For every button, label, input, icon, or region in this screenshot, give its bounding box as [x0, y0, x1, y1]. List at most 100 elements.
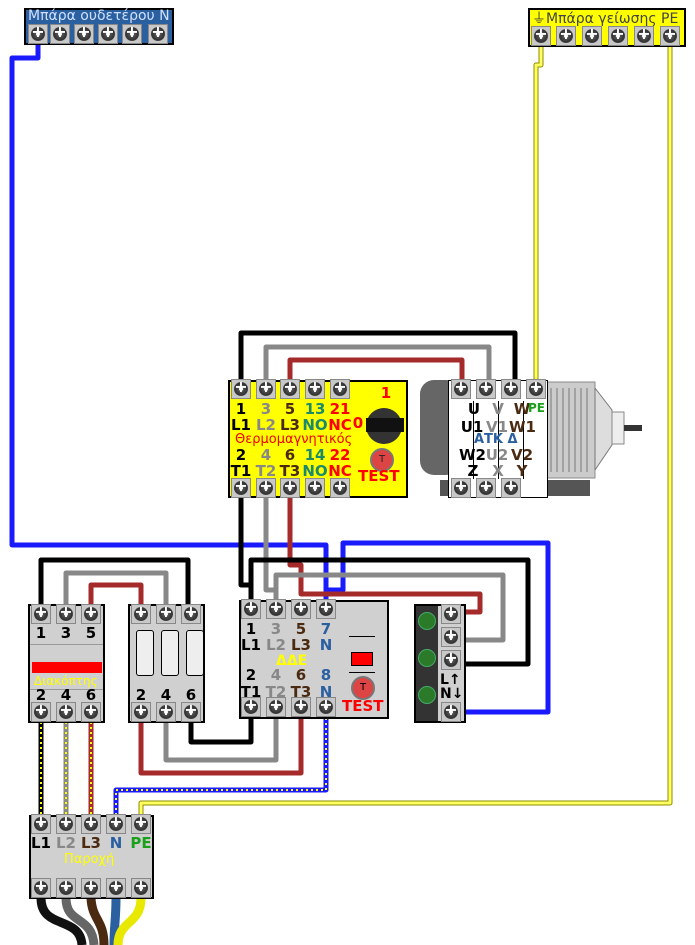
terminal-screw[interactable]: [556, 24, 576, 46]
terminal-screw[interactable]: [241, 695, 261, 717]
terminal-screw[interactable]: [131, 812, 151, 834]
terminal-screw[interactable]: [231, 476, 251, 498]
terminal-screw[interactable]: [531, 24, 551, 46]
terminal-screw[interactable]: [131, 876, 151, 898]
terminal-screw[interactable]: [441, 602, 461, 624]
thermal-name: Θερμομαγνητικός: [235, 432, 353, 447]
indicator-lamp-l2: [418, 649, 436, 667]
terminal-screw[interactable]: [451, 377, 471, 399]
terminal-screw[interactable]: [122, 22, 142, 44]
terminal-screw[interactable]: [181, 602, 201, 624]
terminal-screw[interactable]: [156, 602, 176, 624]
terminal-label: 8: [320, 666, 332, 684]
terminal-screw[interactable]: [316, 695, 336, 717]
terminal-screw[interactable]: [31, 876, 51, 898]
wire-red-fuse: [138, 718, 304, 776]
terminal-screw[interactable]: [291, 695, 311, 717]
terminal-label: 7: [320, 620, 332, 638]
terminal-screw[interactable]: [316, 597, 336, 619]
terminal-label: 4: [270, 666, 282, 684]
terminal-label: L1: [231, 416, 251, 434]
terminal-screw[interactable]: [266, 695, 286, 717]
fuse[interactable]: [186, 630, 204, 676]
terminal-screw[interactable]: [305, 476, 325, 498]
terminal-screw[interactable]: [56, 876, 76, 898]
terminal-screw[interactable]: [305, 377, 325, 399]
terminal-label: 2: [235, 446, 247, 464]
terminal-screw[interactable]: [28, 22, 48, 44]
terminal-screw[interactable]: [50, 22, 70, 44]
terminal-screw[interactable]: [81, 602, 101, 624]
terminal-screw[interactable]: [266, 597, 286, 619]
wire-gray-sw: [63, 570, 169, 604]
terminal-label: L3: [280, 416, 300, 434]
terminal-screw[interactable]: [74, 22, 94, 44]
terminal-screw[interactable]: [131, 602, 151, 624]
terminal-screw[interactable]: [608, 24, 628, 46]
switch-lever[interactable]: [32, 662, 102, 673]
terminal-screw[interactable]: [81, 700, 101, 722]
terminal-screw[interactable]: [330, 476, 350, 498]
terminal-screw[interactable]: [441, 625, 461, 647]
terminal-screw[interactable]: [476, 377, 496, 399]
terminal-label: 21: [329, 400, 351, 418]
terminal-screw[interactable]: [131, 700, 151, 722]
terminal-screw[interactable]: [241, 597, 261, 619]
terminal-screw[interactable]: [106, 812, 126, 834]
pos-off: 0: [352, 414, 364, 432]
terminal-screw[interactable]: [231, 377, 251, 399]
terminal-screw[interactable]: [31, 812, 51, 834]
fuse[interactable]: [136, 630, 154, 676]
terminal-screw[interactable]: [441, 648, 461, 670]
terminal-label: 1: [235, 400, 247, 418]
neutral-bar-title: Μπάρα ουδετέρου N: [28, 8, 170, 24]
terminal-label: V2: [510, 446, 534, 464]
terminal-label: L2: [266, 636, 286, 654]
terminal-label: L3: [291, 636, 311, 654]
terminal-screw[interactable]: [56, 700, 76, 722]
terminal-screw[interactable]: [31, 700, 51, 722]
terminal-screw[interactable]: [660, 24, 680, 46]
terminal-screw[interactable]: [476, 476, 496, 498]
neutral-supply-wire: [113, 718, 329, 815]
terminal-screw[interactable]: [634, 24, 654, 46]
terminal-screw[interactable]: [31, 602, 51, 624]
terminal-screw[interactable]: [81, 812, 101, 834]
terminal-screw[interactable]: [181, 700, 201, 722]
terminal-label: NC: [328, 416, 352, 434]
terminal-screw[interactable]: [291, 597, 311, 619]
fuse[interactable]: [161, 630, 179, 676]
terminal-screw[interactable]: [256, 377, 276, 399]
terminal-screw[interactable]: [81, 876, 101, 898]
terminal-screw[interactable]: [156, 700, 176, 722]
rcd-toggle[interactable]: [351, 652, 373, 666]
terminal-screw[interactable]: [582, 24, 602, 46]
terminal-screw[interactable]: [441, 700, 461, 722]
rcd-test-button[interactable]: T: [351, 676, 375, 700]
terminal-screw[interactable]: [98, 22, 118, 44]
terminal-screw[interactable]: [56, 812, 76, 834]
pos-on: 1: [380, 384, 392, 402]
terminal-label: L1: [241, 636, 261, 654]
terminal-screw[interactable]: [56, 602, 76, 624]
terminal-screw[interactable]: [451, 476, 471, 498]
terminal-screw[interactable]: [280, 476, 300, 498]
lights-l: L↑: [440, 672, 461, 688]
terminal-screw[interactable]: [501, 476, 521, 498]
terminal-screw[interactable]: [501, 377, 521, 399]
neutral-wire: [9, 44, 329, 604]
terminal-screw[interactable]: [330, 377, 350, 399]
terminal-label: L1: [31, 834, 51, 852]
terminal-label: 2: [35, 686, 47, 704]
terminal-screw[interactable]: [280, 377, 300, 399]
test-button[interactable]: T: [370, 448, 394, 472]
supply-name: Παροχή: [64, 852, 115, 867]
terminal-screw[interactable]: [106, 876, 126, 898]
wire-black-sw: [38, 557, 191, 604]
terminal-label: 14: [304, 446, 326, 464]
terminal-screw[interactable]: [148, 22, 168, 44]
terminal-label: 22: [329, 446, 351, 464]
terminal-label: 3: [260, 400, 272, 418]
terminal-screw[interactable]: [526, 377, 546, 399]
terminal-screw[interactable]: [256, 476, 276, 498]
